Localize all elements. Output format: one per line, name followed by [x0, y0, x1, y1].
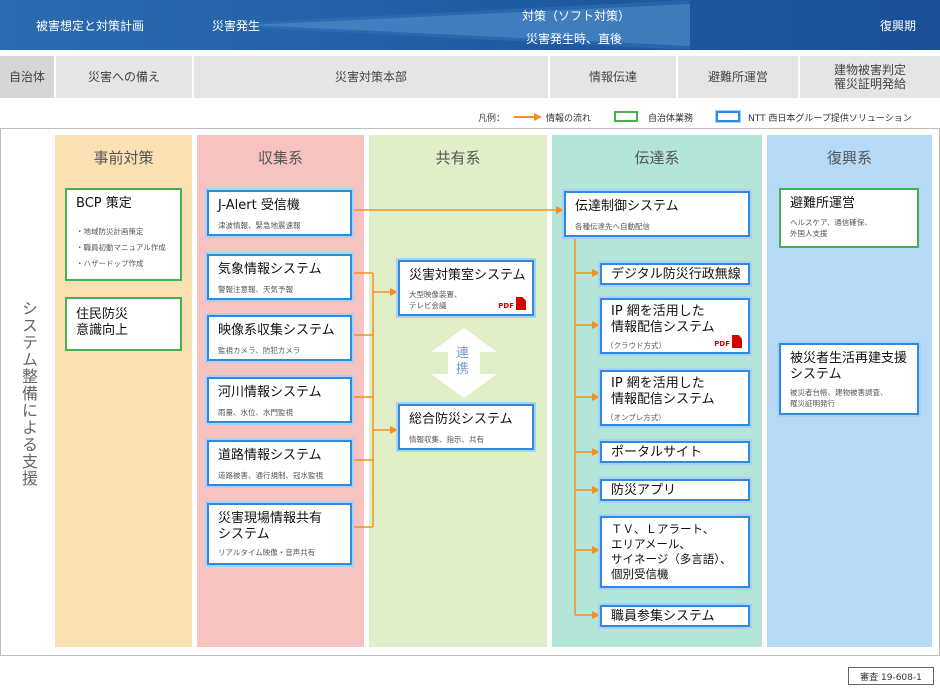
- collect-title: 災害現場情報共有 システム: [218, 511, 323, 542]
- collect-sub: 雨量、水位、水門監視: [218, 408, 293, 417]
- category-damage-cert: 建物被害判定 罹災証明発給: [833, 63, 906, 91]
- footer-code: 審査 19-608-1: [848, 667, 934, 685]
- general-title: 総合防災システム: [409, 412, 513, 427]
- shelter-title: 避難所運営: [790, 196, 856, 211]
- collect-sub: リアルタイム映像・音声共有: [218, 548, 316, 557]
- category-hq: 災害対策本部: [334, 70, 407, 84]
- column-prep-title: 事前対策: [93, 149, 154, 167]
- collect-title: J-Alert 受信機: [218, 198, 300, 213]
- rebuild-box: 被災者生活再建支援 システム 被災者台帳、建物被害調査、 罹災証明発行: [779, 343, 919, 415]
- collect-title: 気象情報システム: [218, 262, 322, 277]
- transmit-title: ポータルサイト: [611, 445, 703, 460]
- pdf-icon[interactable]: PDF: [714, 335, 742, 348]
- category-preparation: 災害への備え: [87, 70, 160, 84]
- legend-label: 凡例：: [478, 114, 506, 124]
- room-sub: 大型映像装置、 テレビ会議: [409, 290, 462, 310]
- shelter-box: 避難所運営 ヘルスケア、通信確保、 外国人支援: [779, 188, 919, 248]
- control-box: 伝達制御システム 各種伝達先へ自動配信: [564, 191, 750, 237]
- room-box: 災害対策室システム 大型映像装置、 テレビ会議 PDF: [398, 260, 534, 316]
- column-collect-title: 収集系: [257, 149, 303, 167]
- bcp-box: BCP 策定 ・地域防災計画策定 ・職員初動マニュアル作成 ・ハザードップ作成: [65, 188, 182, 281]
- transmit-item: ＴＶ、Ｌアラート、 エリアメール、 サイネージ（多言語）、 個別受信機: [600, 516, 750, 588]
- collect-title: 映像系収集システム: [218, 323, 335, 338]
- pdf-icon[interactable]: PDF: [498, 297, 526, 310]
- room-title: 災害対策室システム: [409, 268, 526, 283]
- general-box: 総合防災システム 情報収集、指示、共有: [398, 404, 534, 450]
- general-sub: 情報収集、指示、共有: [409, 435, 484, 444]
- legend-ntt: NTT 西日本グループ提供ソリューション: [748, 114, 912, 124]
- bcp-item: ・ハザードップ作成: [76, 259, 144, 268]
- column-transmit-title: 伝達系: [634, 149, 680, 167]
- control-sub: 各種伝達先へ自動配信: [575, 222, 650, 231]
- transmit-title: 職員参集システム: [611, 609, 715, 624]
- phase-measures: 対策（ソフト対策）: [522, 9, 631, 23]
- awareness-title: 住民防災 意識向上: [76, 307, 129, 338]
- collect-box-road: 道路情報システム 道路被害、通行規制、冠水監視: [207, 440, 352, 486]
- transmit-item: IP 網を活用した 情報配信システム （オンプレ方式）: [600, 370, 750, 426]
- rebuild-sub: 被災者台帳、建物被害調査、 罹災証明発行: [790, 388, 888, 408]
- phase-recovery: 復興期: [880, 19, 917, 33]
- pdf-label: PDF: [714, 340, 730, 348]
- phase-disaster: 災害発生: [212, 19, 261, 33]
- link-label: 連 携: [456, 346, 470, 377]
- collect-title: 道路情報システム: [218, 448, 322, 463]
- legend-blue-box-icon: [716, 111, 740, 122]
- transmit-sub: （クラウド方式）: [606, 341, 666, 350]
- awareness-box: 住民防災 意識向上: [65, 297, 182, 351]
- collect-box-weather: 気象情報システム 警報注意報、天気予報: [207, 254, 352, 300]
- collect-sub: 道路被害、通行規制、冠水監視: [218, 471, 323, 480]
- legend-green-box-icon: [614, 111, 638, 122]
- bcp-item: ・職員初動マニュアル作成: [76, 243, 166, 252]
- legend-flow: 情報の流れ: [546, 114, 592, 124]
- phase-immediate: 災害発生時、直後: [526, 32, 623, 46]
- rebuild-title: 被災者生活再建支援 システム: [790, 351, 908, 382]
- transmit-item: 職員参集システム: [600, 605, 750, 627]
- control-title: 伝達制御システム: [575, 199, 679, 214]
- pdf-label: PDF: [498, 302, 514, 310]
- collect-box-jalert: J-Alert 受信機 津波情報、緊急地震速報: [207, 190, 352, 236]
- collect-title: 河川情報システム: [218, 385, 322, 400]
- column-share-title: 共有系: [435, 149, 481, 167]
- phase-arrow: [190, 0, 690, 50]
- collect-sub: 津波情報、緊急地震速報: [218, 221, 301, 230]
- transmit-title: IP 網を活用した 情報配信システム: [611, 376, 715, 407]
- collect-sub: 監視カメラ、防犯カメラ: [218, 346, 301, 355]
- column-recovery-title: 復興系: [826, 149, 872, 167]
- transmit-title: IP 網を活用した 情報配信システム: [611, 304, 715, 335]
- bcp-title: BCP 策定: [76, 196, 132, 211]
- shelter-sub: ヘルスケア、通信確保、 外国人支援: [790, 218, 872, 238]
- phase-planning: 被害想定と対策計画: [36, 19, 145, 33]
- transmit-item: 防災アプリ: [600, 479, 750, 501]
- bcp-item: ・地域防災計画策定: [76, 227, 144, 236]
- transmit-title: ＴＶ、Ｌアラート、 エリアメール、 サイネージ（多言語）、 個別受信機: [611, 522, 732, 581]
- collect-box-video: 映像系収集システム 監視カメラ、防犯カメラ: [207, 315, 352, 361]
- legend-arrow-icon: [514, 113, 542, 121]
- category-municipality: 自治体: [0, 56, 54, 98]
- collect-box-river: 河川情報システム 雨量、水位、水門監視: [207, 377, 352, 423]
- transmit-item: IP 網を活用した 情報配信システム （クラウド方式） PDF: [600, 298, 750, 354]
- category-row: 自治体 災害への備え 災害対策本部 情報伝達 避難所運営 建物被害判定 罹災証明…: [0, 56, 940, 98]
- transmit-item: デジタル防災行政無線: [600, 263, 750, 285]
- legend-municipal: 自治体業務: [648, 114, 694, 124]
- category-shelter: 避難所運営: [707, 70, 768, 84]
- collect-box-field: 災害現場情報共有 システム リアルタイム映像・音声共有: [207, 503, 352, 565]
- column-share: 共有系: [369, 135, 547, 647]
- transmit-sub: （オンプレ方式）: [606, 413, 666, 422]
- transmit-title: デジタル防災行政無線: [611, 267, 741, 282]
- category-transmission: 情報伝達: [588, 70, 637, 84]
- transmit-item: ポータルサイト: [600, 441, 750, 463]
- transmit-title: 防災アプリ: [611, 483, 677, 498]
- phase-header: 被害想定と対策計画 災害発生 対策（ソフト対策） 災害発生時、直後 復興期: [0, 0, 940, 50]
- collect-sub: 警報注意報、天気予報: [218, 285, 293, 294]
- side-label: システム整備による支援: [19, 300, 38, 487]
